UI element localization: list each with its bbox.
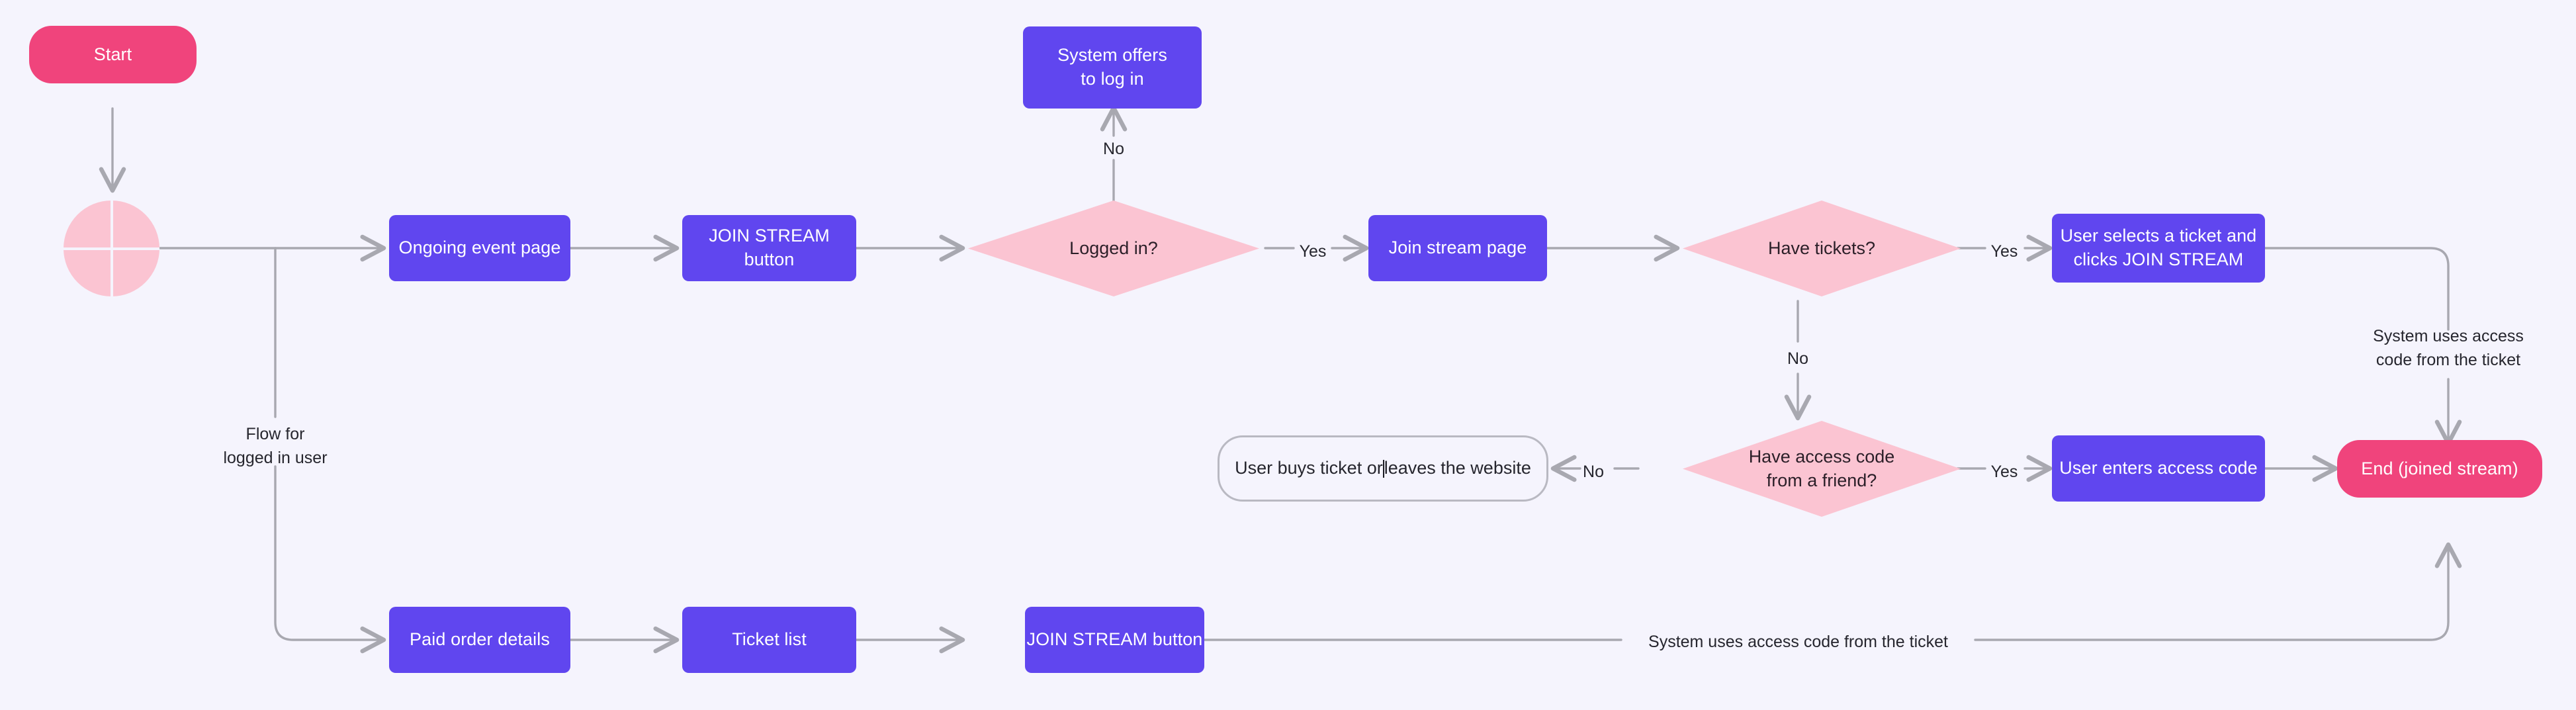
- node-logged-in-decision[interactable]: Logged in?: [968, 200, 1259, 296]
- text-cursor-caret: [1382, 459, 1384, 478]
- node-have-tickets-decision-label: Have tickets?: [1767, 238, 1876, 258]
- edge-userselects-right-down: [2264, 247, 2450, 331]
- node-ticket-list-label: Ticket list: [732, 629, 807, 650]
- node-user-selects-ticket[interactable]: User selects a ticket and clicks JOIN ST…: [2052, 214, 2265, 283]
- edge-label-have-access-code-yes: Yes: [1990, 463, 2018, 481]
- edge-label-system-uses-access-code-right: System uses access code from the ticket: [2373, 327, 2524, 370]
- node-have-tickets-decision[interactable]: Have tickets?: [1683, 200, 1961, 296]
- node-user-selects-ticket-label: User selects a ticket and clicks JOIN ST…: [2060, 226, 2257, 269]
- node-join-stream-button-top[interactable]: JOIN STREAM button: [682, 215, 856, 281]
- edge-label-flow-for-logged-in-user: Flow for logged in user: [223, 425, 328, 468]
- node-join-stream-page-label: Join stream page: [1388, 238, 1527, 258]
- node-junction[interactable]: [64, 200, 159, 296]
- edge-label-have-tickets-yes: Yes: [1990, 242, 2018, 261]
- node-paid-order-details[interactable]: Paid order details: [389, 607, 570, 673]
- node-start-label: Start: [93, 44, 132, 64]
- node-end-joined-stream-label: End (joined stream): [2361, 458, 2518, 478]
- node-logged-in-decision-label: Logged in?: [1069, 238, 1158, 258]
- node-user-buys-ticket-text-before-caret: User buys ticket or: [1235, 458, 1383, 478]
- edge-label-have-tickets-no: No: [1787, 349, 1808, 368]
- edge-branch-down-to-paid-order: [274, 465, 386, 654]
- edge-label-have-access-code-no: No: [1583, 463, 1604, 481]
- edge-joinstream2-up-to-end-bottom: [1974, 542, 2462, 641]
- edge-label-logged-in-yes: Yes: [1299, 242, 1327, 261]
- node-user-buys-ticket-text-after-caret: leaves the website: [1384, 458, 1531, 478]
- node-ticket-list[interactable]: Ticket list: [682, 607, 856, 673]
- edge-label-system-uses-access-code-bottom: System uses access code from the ticket: [1648, 633, 1948, 651]
- node-ongoing-event-page-label: Ongoing event page: [398, 238, 561, 258]
- node-join-stream-page[interactable]: Join stream page: [1368, 215, 1547, 281]
- node-join-stream-button-bottom-label: JOIN STREAM button: [1026, 629, 1203, 650]
- node-user-enters-access-code[interactable]: User enters access code: [2052, 435, 2265, 502]
- node-have-access-code-decision[interactable]: Have access code from a friend?: [1683, 421, 1961, 517]
- node-ongoing-event-page[interactable]: Ongoing event page: [389, 215, 570, 281]
- node-join-stream-button-top-label: JOIN STREAM button: [709, 226, 830, 269]
- edge-label-logged-in-no: No: [1103, 140, 1124, 158]
- node-start[interactable]: Start: [29, 26, 197, 83]
- node-end-joined-stream[interactable]: End (joined stream): [2337, 440, 2542, 498]
- node-join-stream-button-bottom[interactable]: JOIN STREAM button: [1025, 607, 1204, 673]
- node-paid-order-details-label: Paid order details: [410, 629, 550, 650]
- node-have-access-code-decision-label: Have access code from a friend?: [1748, 446, 1895, 490]
- node-user-enters-access-code-label: User enters access code: [2059, 458, 2258, 478]
- node-system-offers-to-log-in-label: System offers to log in: [1057, 45, 1167, 89]
- junction-vertical-line: [110, 200, 113, 296]
- node-system-offers-to-log-in[interactable]: System offers to log in: [1023, 26, 1202, 109]
